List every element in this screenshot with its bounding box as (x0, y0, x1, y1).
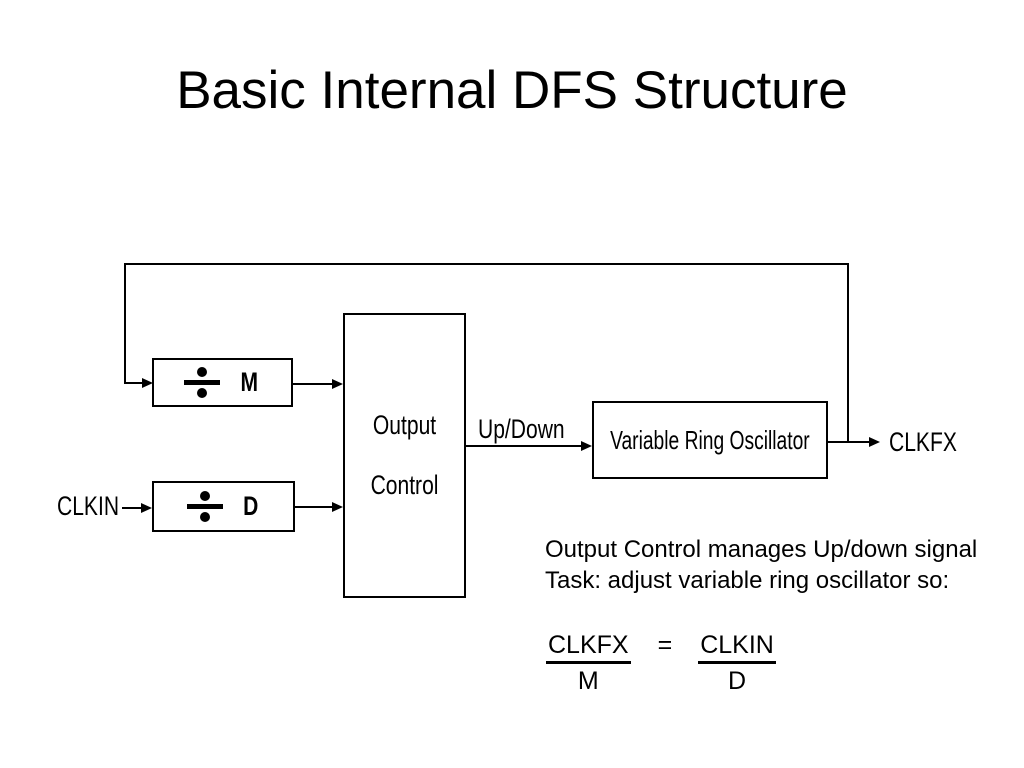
wire-updown (466, 445, 582, 447)
arrowhead-m-into-output-control (332, 379, 343, 389)
formula-lhs-fraction: CLKFX M (546, 631, 631, 695)
notes: Output Control manages Up/down signal Ta… (545, 534, 977, 596)
formula-equals: = (657, 631, 673, 659)
arrowhead-into-divider-m (142, 378, 153, 388)
wire-feedback-right (847, 263, 849, 443)
clkfx-label: CLKFX (889, 427, 957, 457)
divider-m-label: M (240, 366, 259, 397)
slide-title: Basic Internal DFS Structure (176, 61, 848, 120)
wire-feedback-into-divider-m (124, 382, 143, 384)
arrowhead-into-divider-d (141, 503, 152, 513)
wire-divider-d-out (295, 506, 333, 508)
divider-d-box: D (152, 481, 295, 532)
formula-lhs-numerator: CLKFX (546, 631, 631, 664)
clkin-label: CLKIN (57, 491, 120, 521)
wire-clkin (122, 507, 142, 509)
oscillator-label: Variable Ring Oscillator (610, 424, 810, 455)
wire-feedback-top (124, 263, 849, 265)
output-control-line2: Control (370, 469, 439, 500)
divider-m-box: M (152, 358, 293, 407)
divide-icon (186, 491, 223, 522)
updown-label: Up/Down (478, 414, 565, 444)
divide-icon (184, 367, 221, 398)
wire-divider-m-out (293, 383, 333, 385)
wire-feedback-left (124, 263, 126, 384)
arrowhead-to-clkfx (869, 437, 880, 447)
formula-lhs-denominator: M (577, 667, 599, 695)
output-control-line1: Output (372, 409, 437, 440)
arrowhead-into-oscillator (581, 441, 592, 451)
notes-line1: Output Control manages Up/down signal (545, 536, 978, 563)
wire-oscillator-out (828, 441, 870, 443)
arrowhead-d-into-output-control (332, 502, 343, 512)
output-control-box: Output Control (343, 313, 466, 598)
formula-rhs-denominator: D (727, 667, 747, 695)
formula: CLKFX M = CLKIN D (546, 631, 776, 695)
divider-d-label: D (242, 490, 259, 521)
formula-rhs-numerator: CLKIN (698, 631, 776, 664)
variable-ring-oscillator-box: Variable Ring Oscillator (592, 401, 828, 479)
notes-line2: Task: adjust variable ring oscillator so… (545, 567, 950, 594)
formula-rhs-fraction: CLKIN D (698, 631, 776, 695)
